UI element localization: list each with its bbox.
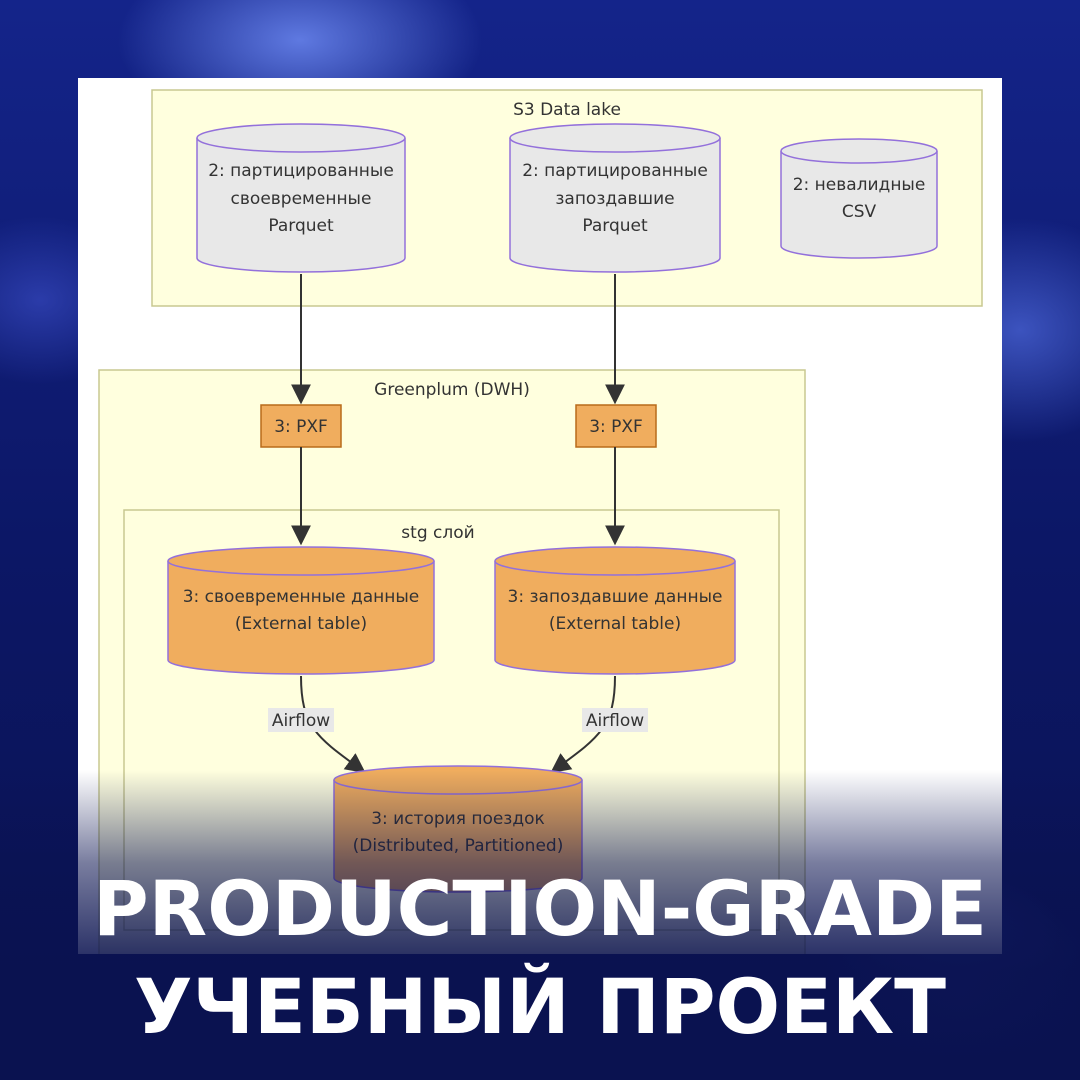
node-pxf-right: 3: PXF [575,404,657,448]
node-label-line: (External table) [549,614,681,634]
node-stg-timely-external: 3: своевременные данные (External table) [167,546,435,675]
node-pxf-left: 3: PXF [260,404,342,448]
node-label-line: (Distributed, Partitioned) [353,836,564,856]
airflow-label: Airflow [586,711,644,731]
group-stg-title: stg слой [401,523,474,543]
node-label-line: 3: запоздавшие данные [508,587,723,607]
pxf-label: 3: PXF [274,417,328,437]
node-label-line: 3: история поездок [371,809,545,829]
node-label-line: запоздавшие [555,189,674,209]
node-label-line: 2: партицированные [522,161,708,181]
node-s3-invalid-csv: 2: невалидные CSV [780,138,938,259]
node-label-line: CSV [842,202,877,222]
airflow-label: Airflow [272,711,330,731]
node-s3-late-parquet: 2: партицированные запоздавшие Parquet [509,123,721,273]
node-stg-late-external: 3: запоздавшие данные (External table) [494,546,736,675]
edge-label-airflow-right: Airflow [582,708,648,732]
node-label-line: 2: партицированные [208,161,394,181]
architecture-diagram: S3 Data lake Greenplum (DWH) stg слой 2:… [98,89,983,954]
pxf-label: 3: PXF [589,417,643,437]
group-s3-title: S3 Data lake [513,100,621,120]
node-label-line: (External table) [235,614,367,634]
headline-line-2: УЧЕБНЫЙ ПРОЕКТ [133,962,947,1051]
node-label-line: Parquet [268,216,334,236]
edge-label-airflow-left: Airflow [268,708,334,732]
node-label-line: Parquet [582,216,648,236]
node-s3-timely-parquet: 2: партицированные своевременные Parquet [196,123,406,273]
headline-line-1: PRODUCTION-GRADE [92,864,987,953]
group-greenplum-title: Greenplum (DWH) [374,380,530,400]
node-label-line: своевременные [231,189,372,209]
node-label-line: 2: невалидные [793,175,926,195]
node-label-line: 3: своевременные данные [183,587,420,607]
diagram-panel: S3 Data lake Greenplum (DWH) stg слой 2:… [78,78,1002,954]
